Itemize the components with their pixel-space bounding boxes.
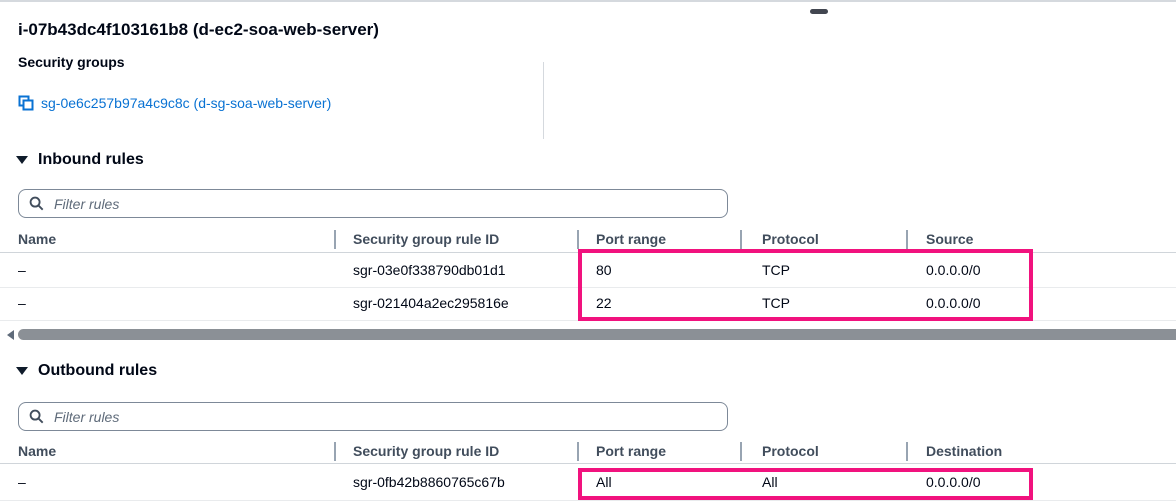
inbound-col-protocol: Protocol <box>762 231 819 247</box>
security-groups-label-text: Security groups <box>18 57 125 70</box>
outbound-table-bottom-border <box>0 500 1176 501</box>
column-divider <box>577 230 579 249</box>
outbound-col-rule-id: Security group rule ID <box>353 443 500 459</box>
inbound-col-rule-id: Security group rule ID <box>353 231 500 247</box>
cell-source: 0.0.0.0/0 <box>926 262 981 278</box>
column-divider <box>906 230 908 249</box>
inbound-col-source: Source <box>926 231 974 247</box>
cell-rule-id: sgr-021404a2ec295816e <box>353 295 509 311</box>
details-column-divider <box>543 62 544 139</box>
inbound-col-port-range: Port range <box>596 231 667 247</box>
copy-icon[interactable] <box>18 95 34 111</box>
page-title: i-07b43dc4f103161b8 (d-ec2-soa-web-serve… <box>18 20 379 39</box>
split-panel-drag-handle[interactable] <box>810 9 828 14</box>
cell-rule-id: sgr-0fb42b8860765c67b <box>353 474 505 490</box>
inbound-section-title: Inbound rules <box>38 151 144 168</box>
security-group-link[interactable]: sg-0e6c257b97a4c9c8c (d-sg-soa-web-serve… <box>41 95 332 111</box>
triangle-down-icon <box>16 367 28 375</box>
inbound-rules-toggle[interactable]: Inbound rules <box>16 151 144 169</box>
outbound-col-protocol: Protocol <box>762 443 819 459</box>
search-icon <box>29 409 44 424</box>
cell-port-range: All <box>596 474 612 490</box>
row-separator <box>0 287 1176 288</box>
security-group-row: sg-0e6c257b97a4c9c8c (d-sg-soa-web-serve… <box>18 95 331 111</box>
inbound-filter-input[interactable] <box>52 194 717 213</box>
security-groups-label: Security groups <box>18 57 125 74</box>
outbound-rules-toggle[interactable]: Outbound rules <box>16 362 157 380</box>
column-divider <box>334 442 336 461</box>
cell-protocol: TCP <box>762 295 790 311</box>
column-divider <box>740 442 742 461</box>
outbound-col-destination: Destination <box>926 443 1003 459</box>
cell-destination: 0.0.0.0/0 <box>926 474 981 490</box>
outbound-header-underline <box>0 463 1176 464</box>
inbound-filter-box[interactable] <box>18 189 728 218</box>
outbound-col-name: Name <box>18 443 57 459</box>
panel-top-border <box>0 0 1176 2</box>
outbound-filter-box[interactable] <box>18 402 728 431</box>
scroll-left-arrow-icon[interactable] <box>7 330 14 340</box>
outbound-col-port-range: Port range <box>596 443 667 459</box>
cell-port-range: 80 <box>596 262 612 278</box>
cell-name: – <box>18 295 26 311</box>
cell-port-range: 22 <box>596 295 612 311</box>
column-divider <box>906 442 908 461</box>
cell-rule-id: sgr-03e0f338790db01d1 <box>353 262 506 278</box>
outbound-filter-input[interactable] <box>52 407 717 426</box>
column-divider <box>577 442 579 461</box>
cell-name: – <box>18 474 26 490</box>
cell-source: 0.0.0.0/0 <box>926 295 981 311</box>
column-divider <box>334 230 336 249</box>
triangle-down-icon <box>16 156 28 164</box>
outbound-section-title: Outbound rules <box>38 362 158 379</box>
cell-protocol: All <box>762 474 778 490</box>
cell-name: – <box>18 262 26 278</box>
outbound-highlight-annotation <box>578 468 1033 500</box>
column-divider <box>740 230 742 249</box>
search-icon <box>29 196 44 211</box>
inbound-highlight-annotation <box>578 249 1033 321</box>
horizontal-scrollbar-thumb[interactable] <box>18 329 1176 340</box>
inbound-col-name: Name <box>18 231 57 247</box>
cell-protocol: TCP <box>762 262 790 278</box>
